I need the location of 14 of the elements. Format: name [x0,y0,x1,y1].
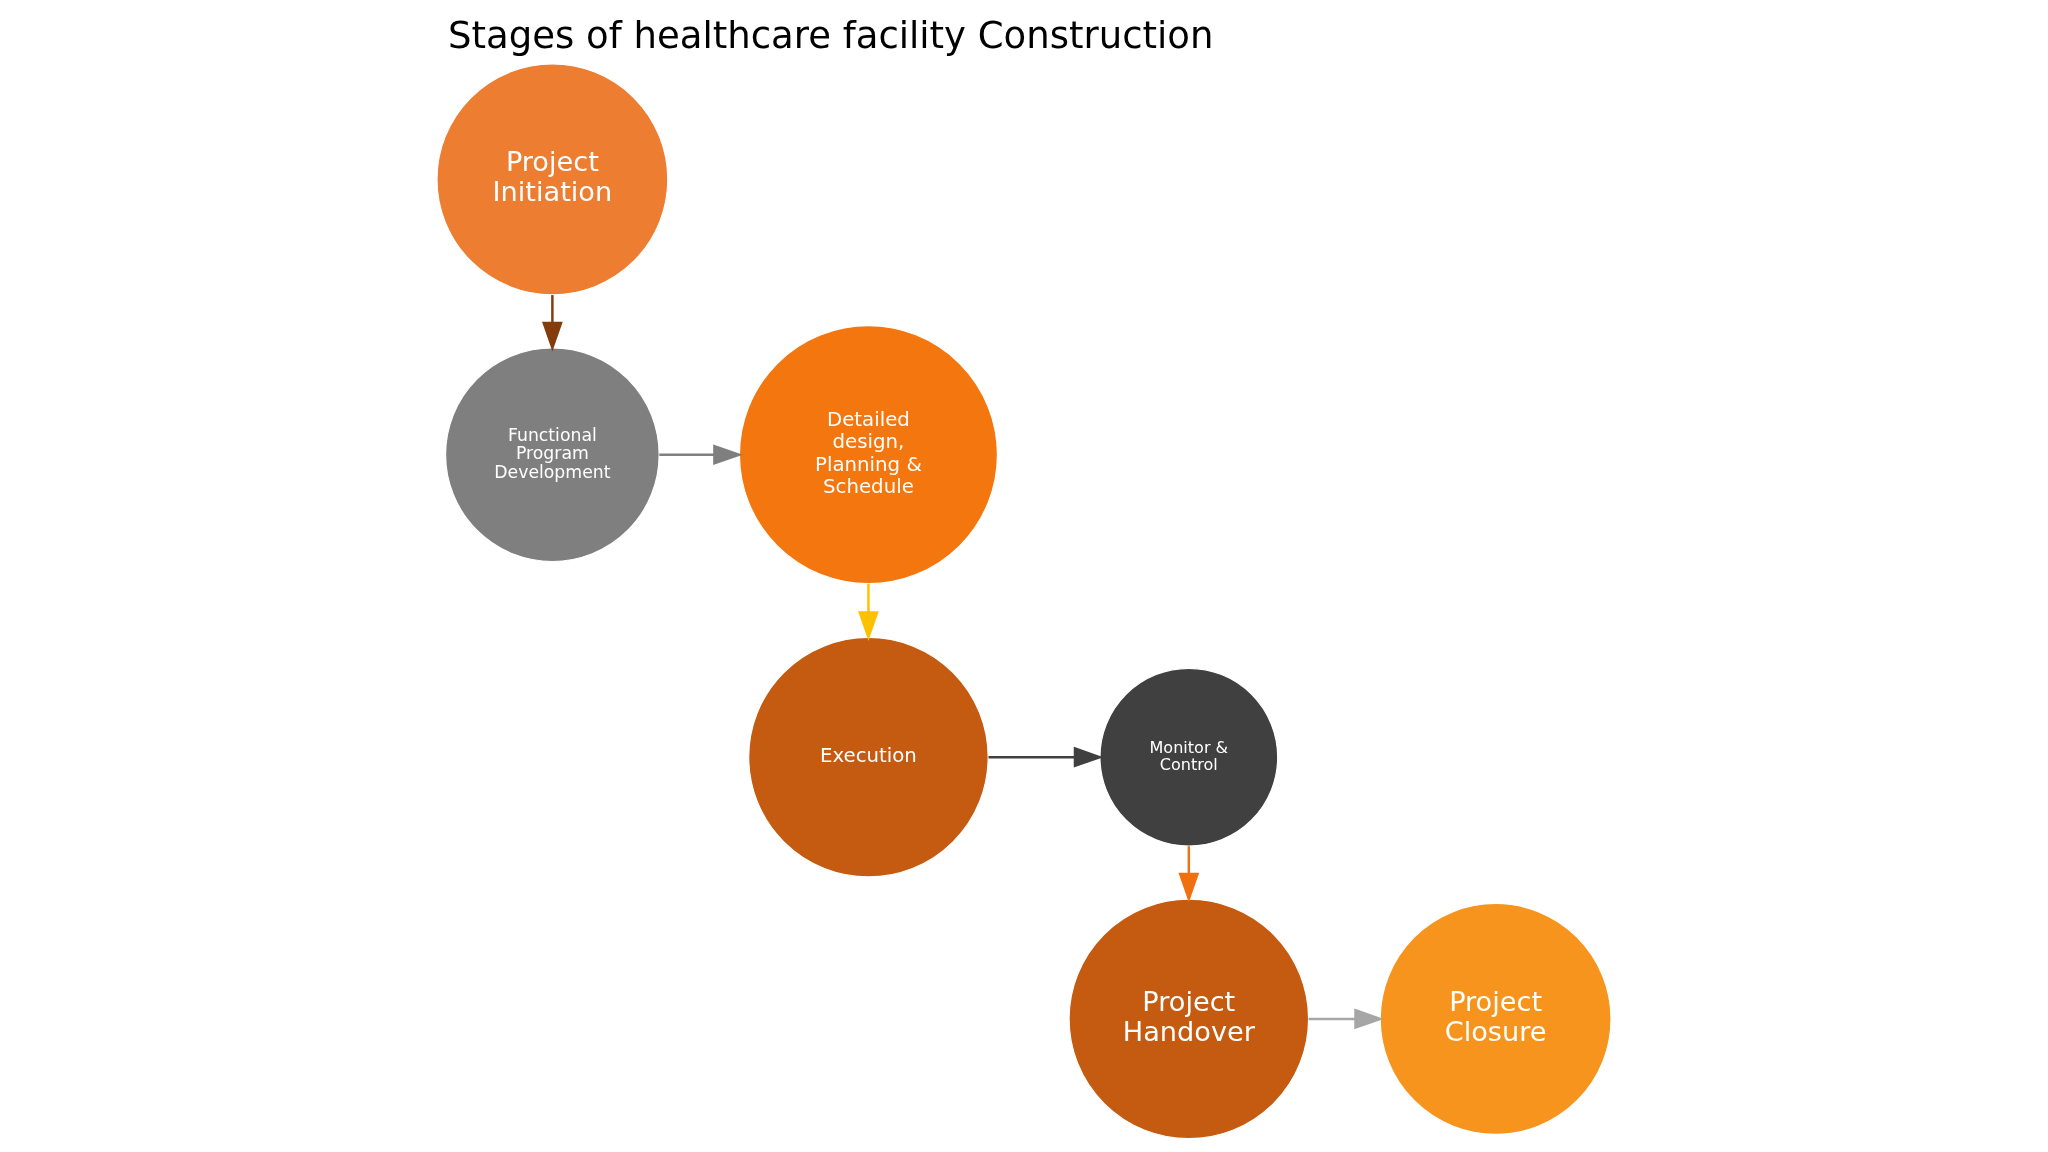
diagram-title: Stages of healthcare facility Construction [448,13,1214,57]
arrow [542,295,563,352]
arrow [1178,846,1200,903]
arrow [659,444,743,466]
arrow [858,583,879,641]
node-circle: Monitor & Control [1099,667,1279,847]
node-circle: Project Closure [1379,902,1612,1135]
node-circle: Execution [748,636,989,878]
arrow [988,746,1104,768]
node-circle: Project Handover [1068,898,1310,1140]
node-circle: Functional Program Development [444,347,660,563]
node-circle: Project Initiation [436,63,669,296]
node-circle: Detailed design, Planning & Schedule [738,325,999,585]
arrow [1308,1008,1384,1030]
